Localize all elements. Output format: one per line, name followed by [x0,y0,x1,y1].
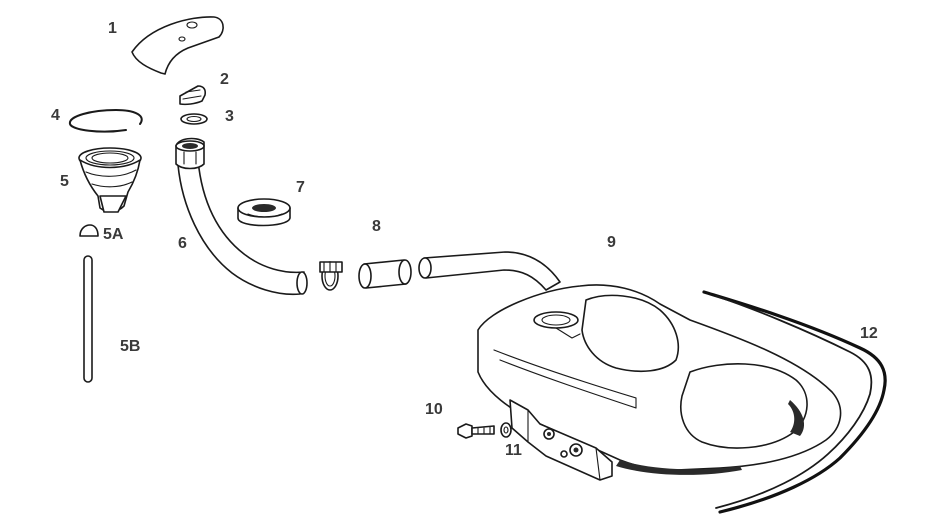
part-4-circlip [69,109,143,133]
part-3-washer [180,113,208,125]
part-12-frame [702,290,887,514]
part-7-grommet [237,198,291,227]
callout-10: 10 [425,401,443,418]
callout-6: 6 [178,235,187,252]
callout-8: 8 [372,218,381,235]
part-5-rubber-boot [78,147,142,213]
part-8-hose-sleeve [358,259,412,289]
part-6-filler-hose [175,137,308,296]
callout-11: 11 [505,442,522,459]
callout-3: 3 [225,108,234,125]
tank-inlet-pipe [418,251,561,291]
callout-7: 7 [296,179,305,196]
part-9-fuel-tank [477,284,842,481]
callout-9: 9 [607,234,616,251]
callout-5: 5 [60,173,69,190]
callout-5b: 5B [120,338,141,355]
callout-5a: 5A [103,226,124,243]
part-2-filler-cap [179,85,207,106]
part-11-washer [500,422,512,438]
callout-12: 12 [860,325,878,342]
callout-2: 2 [220,71,229,88]
part-5a-plug [79,224,99,237]
callout-1: 1 [108,20,117,37]
part-1-cover-plate [131,16,224,75]
hose-clamp [319,261,343,291]
part-5b-rod [83,255,93,383]
part-10-bolt [457,423,495,439]
callout-4: 4 [51,107,60,124]
